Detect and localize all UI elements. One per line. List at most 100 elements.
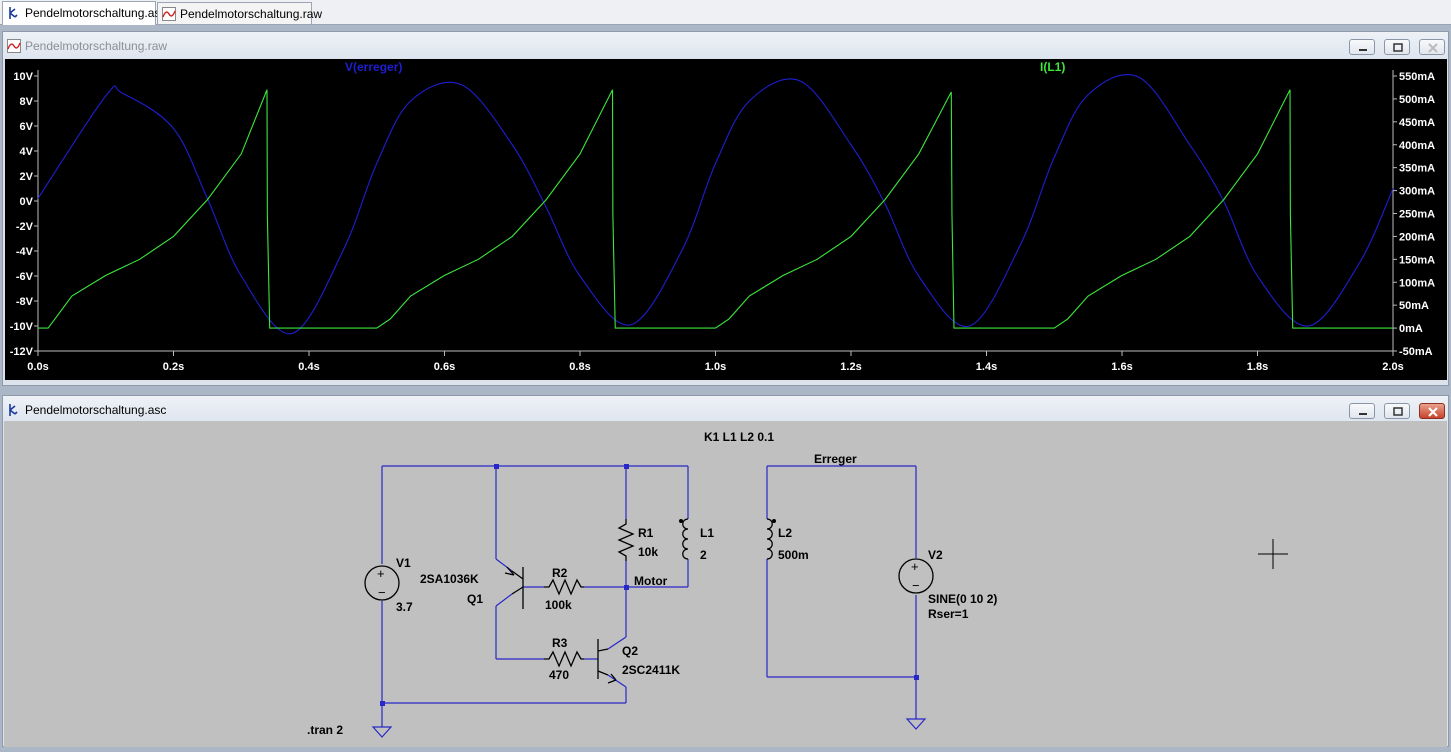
- l1-value[interactable]: 2: [700, 548, 707, 562]
- x-tick-label: 1.8s: [1247, 361, 1268, 373]
- q1-model[interactable]: 2SA1036K: [420, 572, 479, 586]
- tab-waveform[interactable]: Pendelmotorschaltung.raw: [157, 2, 322, 24]
- l1-name[interactable]: L1: [700, 526, 714, 540]
- coupling-directive[interactable]: K1 L1 L2 0.1: [704, 430, 774, 444]
- q2-transistor-icon[interactable]: [597, 639, 617, 684]
- v2-source-icon[interactable]: + −: [898, 558, 934, 594]
- minimize-icon: [1359, 413, 1367, 415]
- r2-resistor-icon[interactable]: [544, 578, 584, 596]
- l2-value[interactable]: 500m: [778, 548, 809, 562]
- r1-name[interactable]: R1: [638, 526, 654, 540]
- schematic-window-titlebar[interactable]: Pendelmotorschaltung.asc: [3, 396, 1448, 424]
- v2-name[interactable]: V2: [928, 548, 943, 562]
- schematic-icon: [9, 404, 18, 416]
- y-left-tick-label: -12V: [10, 346, 34, 358]
- ground-icon[interactable]: [371, 726, 393, 738]
- q1-name[interactable]: Q1: [467, 592, 483, 606]
- y-right-tick-label: 450mA: [1399, 117, 1435, 129]
- v1-value[interactable]: 3.7: [396, 600, 413, 614]
- r1-value[interactable]: 10k: [638, 545, 658, 559]
- y-right-tick-label: 150mA: [1399, 254, 1435, 266]
- trace-i-l1[interactable]: [38, 89, 1393, 329]
- junctions: [380, 464, 919, 706]
- r3-value[interactable]: 470: [549, 668, 569, 682]
- waveform-window-title: Pendelmotorschaltung.raw: [25, 39, 168, 53]
- q2-name[interactable]: Q2: [622, 644, 638, 658]
- x-tick-label: 0.6s: [434, 361, 455, 373]
- waveform-window-titlebar[interactable]: Pendelmotorschaltung.raw: [3, 32, 1448, 60]
- v1-source-icon[interactable]: + −: [364, 565, 400, 601]
- minimize-button[interactable]: [1349, 403, 1375, 419]
- y-right-tick-label: 100mA: [1399, 277, 1435, 289]
- ground-icon[interactable]: [905, 718, 927, 730]
- close-button[interactable]: [1419, 403, 1445, 419]
- wires[interactable]: [381, 465, 917, 727]
- v2-rser[interactable]: Rser=1: [928, 607, 969, 621]
- svg-text:−: −: [912, 578, 920, 593]
- y-right-tick-label: 350mA: [1399, 163, 1435, 175]
- l1-dot: [679, 519, 683, 523]
- schematic-drawing[interactable]: + − + − K1 L1 L2 0.1 Erreger Motor V1 3.…: [4, 421, 1447, 747]
- restore-icon: [1393, 43, 1403, 52]
- y-right-tick-label: 300mA: [1399, 186, 1435, 198]
- x-tick-label: 1.0s: [705, 361, 726, 373]
- y-left-tick-label: 0V: [20, 196, 34, 208]
- x-tick-label: 1.2s: [840, 361, 861, 373]
- q1-transistor-icon[interactable]: [504, 566, 524, 609]
- q2-model[interactable]: 2SC2411K: [622, 663, 680, 677]
- y-right-tick-label: 50mA: [1399, 300, 1429, 312]
- y-right-tick-label: 550mA: [1399, 71, 1435, 83]
- waveform-plot[interactable]: 0.0s 0.2s 0.4s 0.6s 0.8s 1.0s 1.2s 1.4s 1.6s 1.8s…: [5, 59, 1447, 380]
- tab-schematic-label: Pendelmotorschaltung.asc: [25, 6, 167, 20]
- waveform-icon: [7, 39, 21, 53]
- close-icon: [1428, 407, 1438, 417]
- schematic-icon: [9, 7, 18, 19]
- y-left-tick-label: -4V: [16, 246, 34, 258]
- net-label-motor[interactable]: Motor: [634, 574, 668, 588]
- waveform-chart[interactable]: 0.0s 0.2s 0.4s 0.6s 0.8s 1.0s 1.2s 1.4s 1.6s 1.8s…: [5, 59, 1447, 380]
- restore-button[interactable]: [1384, 403, 1410, 419]
- y-right-tick-label: 400mA: [1399, 140, 1435, 152]
- l2-dot: [772, 519, 776, 523]
- tab-schematic[interactable]: Pendelmotorschaltung.asc: [2, 1, 166, 25]
- r2-value[interactable]: 100k: [545, 598, 572, 612]
- plot-axes: [37, 70, 1394, 352]
- r1-resistor-icon[interactable]: [617, 519, 635, 561]
- legend-v-erreger[interactable]: V(erreger): [345, 60, 402, 74]
- y-right-tick-label: -50mA: [1399, 346, 1433, 358]
- x-tick-label: 0.8s: [569, 361, 590, 373]
- x-tick-label: 1.6s: [1111, 361, 1132, 373]
- r3-name[interactable]: R3: [552, 636, 568, 650]
- l2-name[interactable]: L2: [778, 526, 792, 540]
- restore-button[interactable]: [1384, 39, 1410, 55]
- close-button[interactable]: [1419, 39, 1445, 55]
- y-left-tick-label: 4V: [20, 146, 34, 158]
- y-left-tick-label: 10V: [13, 71, 33, 83]
- r3-resistor-icon[interactable]: [544, 650, 584, 668]
- trace-v-erreger[interactable]: [37, 74, 1394, 335]
- schematic-window-title: Pendelmotorschaltung.asc: [25, 403, 167, 417]
- y-left-tick-label: -8V: [16, 296, 34, 308]
- minimize-icon: [1359, 49, 1367, 51]
- l1-inductor-icon[interactable]: [682, 518, 689, 560]
- l2-inductor-icon[interactable]: [766, 518, 773, 560]
- tran-directive[interactable]: .tran 2: [307, 723, 343, 737]
- crosshair-icon: [1258, 539, 1288, 569]
- y-left-tick-label: -2V: [16, 221, 34, 233]
- minimize-button[interactable]: [1349, 39, 1375, 55]
- net-label-erreger[interactable]: Erreger: [814, 452, 857, 466]
- x-tick-label: 0.4s: [298, 361, 319, 373]
- legend-i-l1[interactable]: I(L1): [1040, 60, 1065, 74]
- r2-name[interactable]: R2: [552, 566, 568, 580]
- schematic-canvas[interactable]: + − + − K1 L1 L2 0.1 Erreger Motor V1 3.…: [4, 421, 1447, 747]
- y-right-tick-label: 0mA: [1399, 323, 1423, 335]
- y-left-tick-label: -6V: [16, 271, 34, 283]
- v1-name[interactable]: V1: [396, 556, 411, 570]
- v2-value[interactable]: SINE(0 10 2): [928, 592, 997, 606]
- y-left-tick-label: 2V: [20, 171, 34, 183]
- x-tick-label: 2.0s: [1382, 361, 1403, 373]
- x-tick-label: 0.2s: [163, 361, 184, 373]
- svg-text:−: −: [378, 585, 386, 600]
- x-tick-label: 1.4s: [976, 361, 997, 373]
- x-tick-label: 0.0s: [27, 361, 48, 373]
